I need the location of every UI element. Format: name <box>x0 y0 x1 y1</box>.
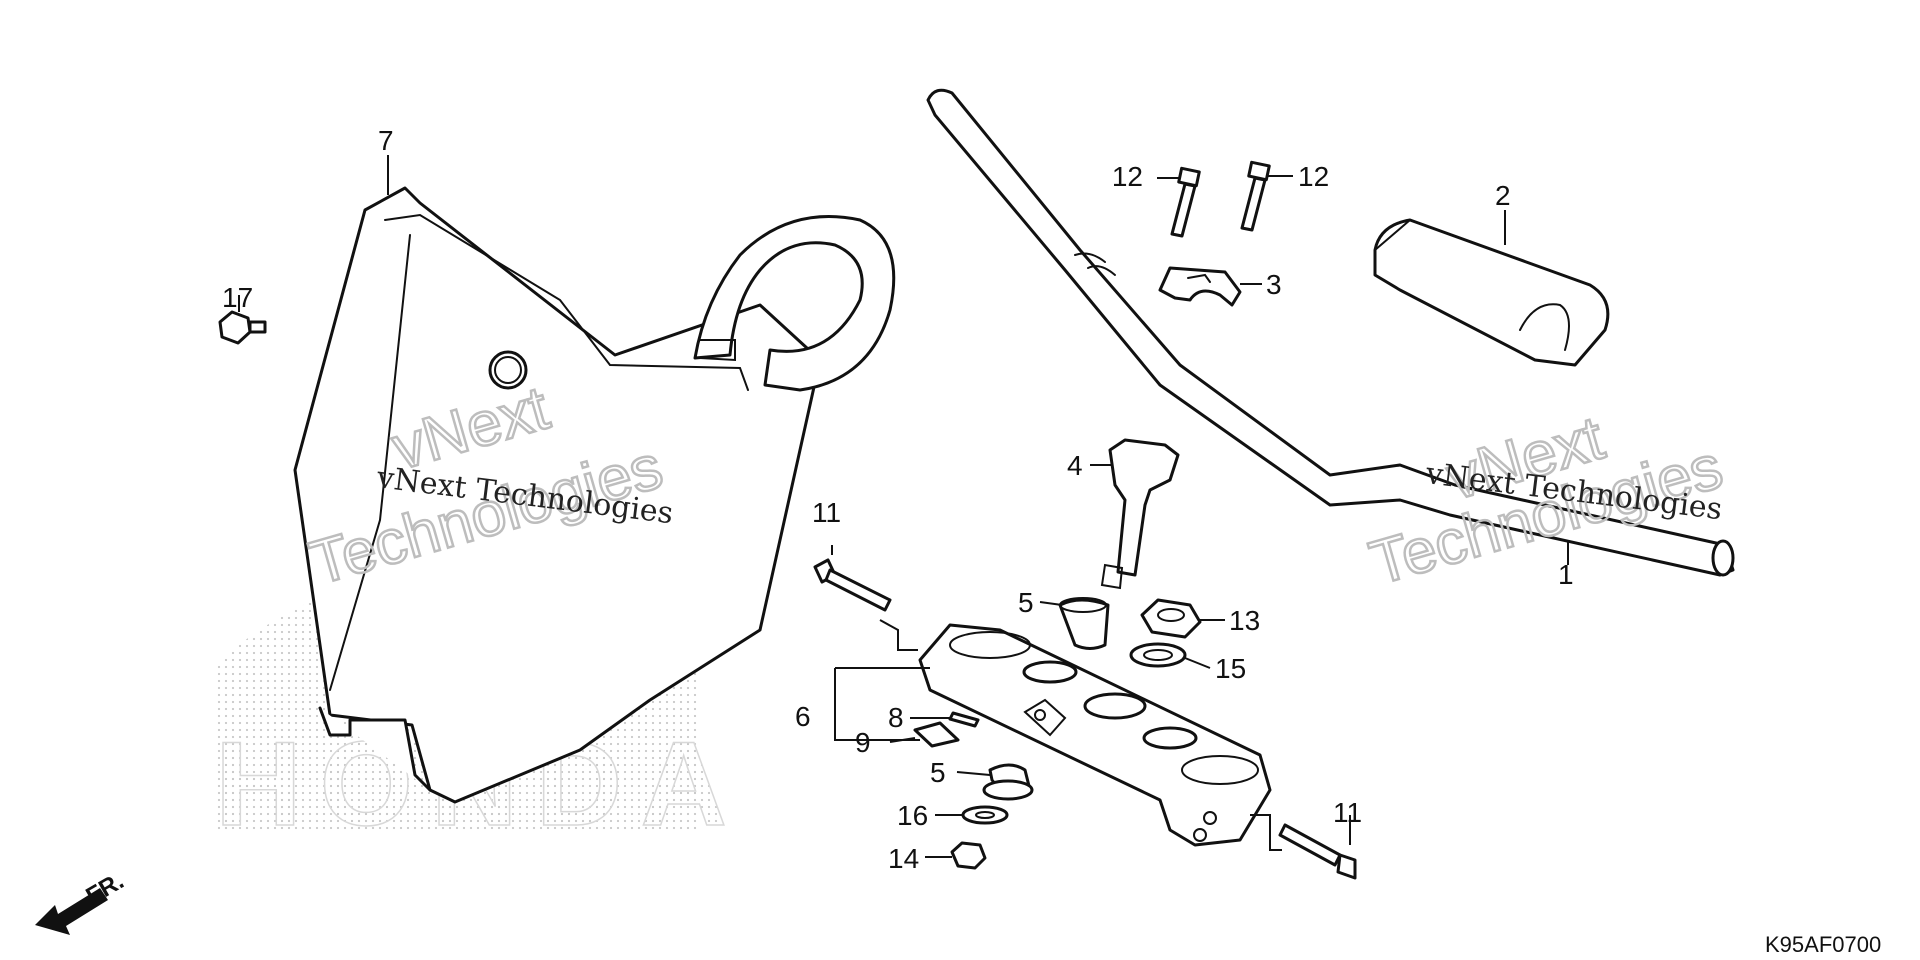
part-14-nut <box>950 841 987 870</box>
callout-5-lower: 5 <box>930 757 946 788</box>
part-1-handlebar <box>926 88 1735 577</box>
part-12-bolts <box>1170 160 1271 238</box>
part-2-bar-pad <box>1373 218 1610 367</box>
part-8-pin <box>948 711 980 728</box>
part-11-bolt-lower <box>1278 823 1357 880</box>
callout-8: 8 <box>888 702 904 733</box>
part-7-number-plate <box>293 186 896 804</box>
callout-11-upper: 11 <box>812 497 841 528</box>
callouts: 7 17 12 12 2 3 4 1 11 5 13 15 6 8 9 5 16… <box>222 125 1574 874</box>
callout-6: 6 <box>795 701 811 732</box>
callout-3: 3 <box>1266 269 1282 300</box>
part-13-nut <box>1140 598 1202 639</box>
front-direction-indicator: FR. <box>35 867 128 935</box>
part-16-washer <box>961 805 1009 825</box>
callout-12-left: 12 <box>1112 161 1143 192</box>
callout-15: 15 <box>1215 653 1246 684</box>
front-arrow-icon <box>35 888 108 935</box>
callout-1: 1 <box>1558 559 1574 590</box>
callout-9: 9 <box>855 727 871 758</box>
part-4-lower-holder <box>1100 438 1180 590</box>
callout-14: 14 <box>888 843 919 874</box>
part-17-screw <box>218 310 267 345</box>
callout-17: 17 <box>222 282 253 313</box>
callout-4: 4 <box>1067 450 1083 481</box>
callout-7: 7 <box>378 125 394 156</box>
part-15-washer <box>1129 642 1187 668</box>
leader-lines <box>238 155 1569 858</box>
part-9-plate <box>913 721 960 748</box>
callout-13: 13 <box>1229 605 1260 636</box>
part-5-cushion-lower <box>982 763 1034 801</box>
part-6-top-bridge <box>918 623 1272 847</box>
callout-2: 2 <box>1495 180 1511 211</box>
part-3-upper-holder <box>1158 266 1242 307</box>
part-5-cushion-upper <box>1058 597 1110 650</box>
part-11-bolt-upper <box>813 558 892 612</box>
callout-11-lower: 11 <box>1333 797 1362 828</box>
callout-5-upper: 5 <box>1018 587 1034 618</box>
callout-12-right: 12 <box>1298 161 1329 192</box>
callout-16: 16 <box>897 800 928 831</box>
diagram-code: K95AF0700 <box>1765 932 1881 957</box>
